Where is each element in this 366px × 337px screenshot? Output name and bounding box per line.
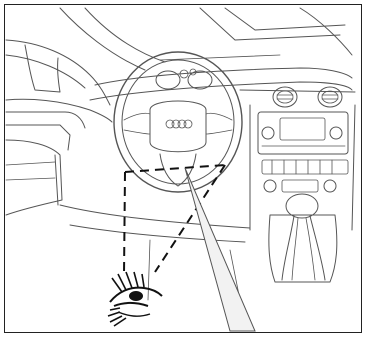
callout-pointer — [185, 168, 255, 331]
air-vents — [273, 87, 342, 107]
windshield-frame — [60, 8, 352, 70]
gear-shift — [269, 194, 337, 282]
eye-icon — [108, 272, 162, 326]
door-panel — [6, 40, 112, 215]
audi-logo — [166, 120, 192, 128]
center-console — [250, 105, 355, 230]
